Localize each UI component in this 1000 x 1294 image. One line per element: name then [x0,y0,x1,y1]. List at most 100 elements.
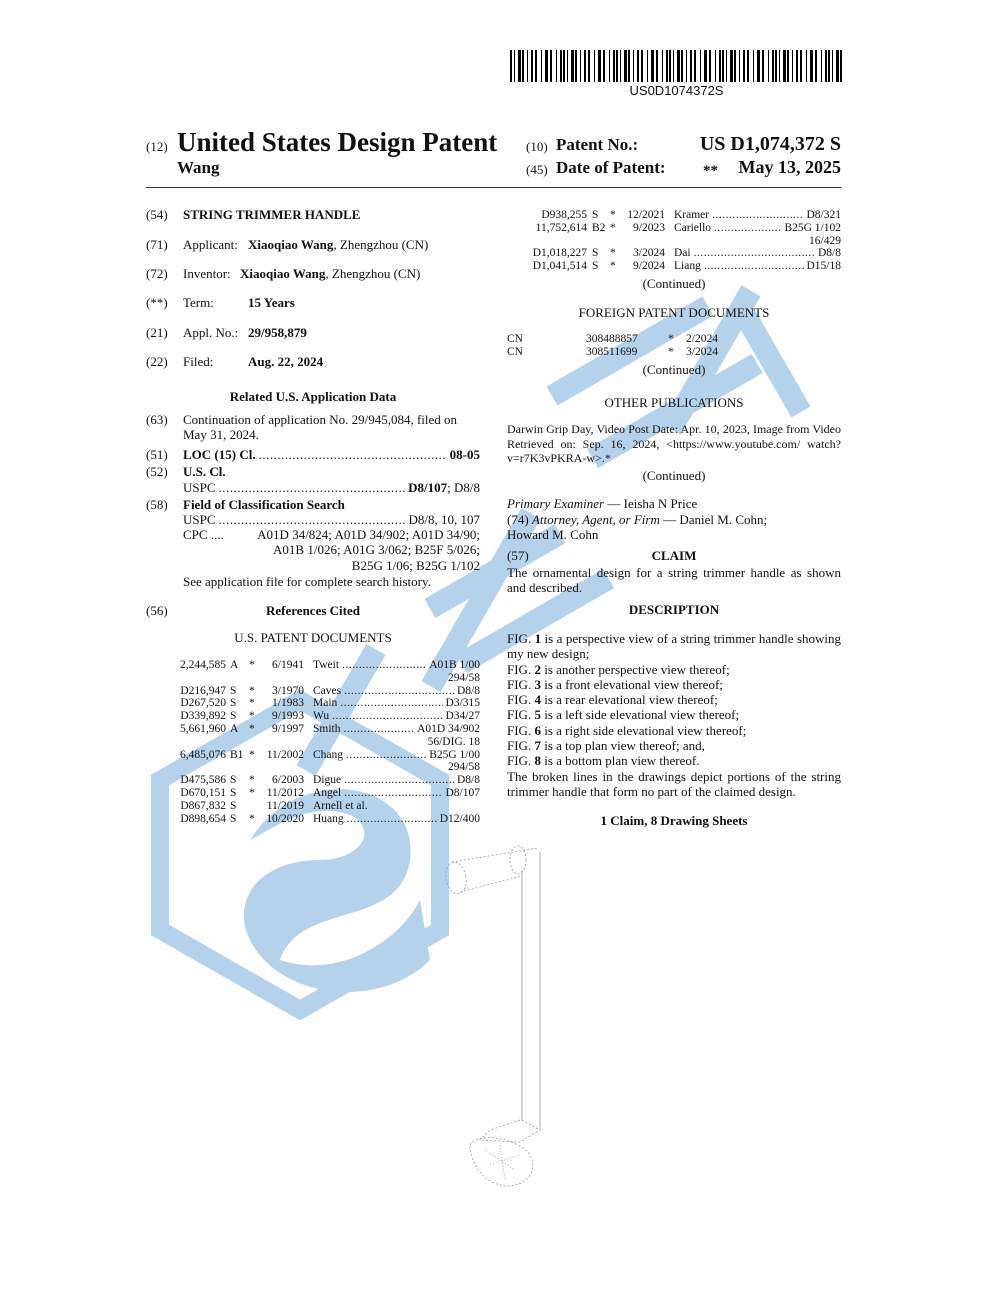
primary-examiner: Primary Examiner — Ieisha N Price [507,496,697,512]
barcode-bar [609,50,610,82]
barcode-bar [527,50,528,82]
loc-label: LOC (15) Cl. [183,447,256,462]
fig-prefix: FIG. [507,707,535,723]
barcode-bar [662,50,663,82]
ref-kind: S [230,697,237,710]
search-history-note: See application file for complete search… [183,574,431,589]
ref-date: 9/1993 [272,710,304,723]
field-value-bold: Xiaoqiao Wang [240,266,326,281]
description-item: FIG. 8 is a bottom plan view thereof. [507,753,841,768]
ref-name: Dai [674,247,691,260]
ref-class-cont: 56/DIG. 18 [427,735,480,748]
barcode-bar [810,50,813,82]
barcode-bar [594,50,595,82]
barcode-bar [633,50,634,82]
ref-date: 10/2020 [266,812,304,825]
barcode-bar [832,50,833,82]
foreign-country: CN [507,345,523,358]
description-item: FIG. 6 is a right side elevational view … [507,723,841,738]
barcode-bar [739,50,740,82]
fig-number: 3 [534,676,541,692]
ref-kind: S [592,209,599,221]
barcode-bar [726,50,727,82]
fig-text: is a rear elevational view thereof; [540,692,718,708]
barcode-bar [779,50,780,82]
ref-name-class: SmithA01D 34/902 [313,723,480,736]
field-value-bold: 15 Years [248,295,295,310]
other-heading: OTHER PUBLICATIONS [604,395,744,410]
design-drawing-fig1 [445,845,541,1187]
ref-date: 12/2021 [627,209,665,221]
ref-date: 11/2012 [266,787,304,799]
field-code: (22) [146,354,168,369]
ref-number: 6,485,076 [180,748,226,761]
field-value-rest: , Zhengzhou (CN) [325,266,421,281]
barcode-bar [556,50,557,82]
ref-number: D1,041,514 [532,260,587,273]
barcode-bar [681,50,683,82]
attorney-name: — Daniel M. Cohn; [659,512,768,527]
attorney: (74) Attorney, Agent, or Firm — Daniel M… [507,512,767,528]
loc-code: (51) [146,447,168,462]
barcode-bar [571,50,574,82]
field-value-bold: Aug. 22, 2024 [248,354,324,369]
field-uspc-value: D8/8, 10, 107 [408,512,481,527]
leader-dots [343,723,414,736]
ref-class: B25G 1/102 [784,221,841,234]
cpc-line3: B25G 1/06; B25G 1/102 [351,558,480,573]
fig-text: is a top plan view thereof; and, [540,738,705,754]
header-rule [146,187,841,188]
barcode-bar [510,50,512,82]
barcode-bar [598,50,601,82]
leader-dots [346,749,426,762]
ref-kind: S [592,260,599,273]
ref-kind: A [230,723,239,735]
ref-number: D475,586 [180,774,226,787]
description-item: FIG. 2 is another perspective view there… [507,662,841,677]
ref-name-class: ChangB25G 1/00 [313,749,480,762]
ref-star: * [610,247,616,260]
barcode-bar [560,50,562,82]
barcode-bar [722,50,724,82]
ref-kind: S [230,812,237,825]
ref-star: * [249,723,255,735]
fig-number: 7 [534,738,541,754]
leader-dots [344,774,454,787]
ref-kind: S [230,774,237,787]
ref-class: B25G 1/00 [429,748,480,761]
ref-name: Arnell et al. [313,799,368,812]
ref-date: 1/1983 [272,697,304,710]
ref-class: D8/8 [818,247,841,260]
ref-kind: A [230,659,239,671]
barcode-bar [719,50,721,82]
barcode-bar [694,50,696,82]
barcode-bar [613,50,615,82]
ref-star: * [610,260,616,273]
fig-number: 2 [534,661,541,677]
barcode-bar [588,50,590,82]
fig-prefix: FIG. [507,631,535,646]
ref-number: 11,752,614 [535,221,587,234]
barcode-bar [715,50,716,82]
patent-title: STRING TRIMMER HANDLE [183,207,361,222]
fig-prefix: FIG. [507,738,535,754]
barcode-bar [669,50,671,82]
foreign-number: 308488857 [586,333,638,345]
ref-number: D339,892 [180,710,226,723]
ref-name-class: TweitA01B 1/00 [313,659,480,672]
ref-star: * [249,684,255,697]
field-value: Aug. 22, 2024 [248,354,323,370]
ref-name: Main [313,697,338,710]
ref-date: 9/1997 [272,723,304,735]
ref-date: 6/2003 [272,774,304,787]
foreign-star: * [668,333,674,345]
ref-number: D670,151 [180,787,226,799]
